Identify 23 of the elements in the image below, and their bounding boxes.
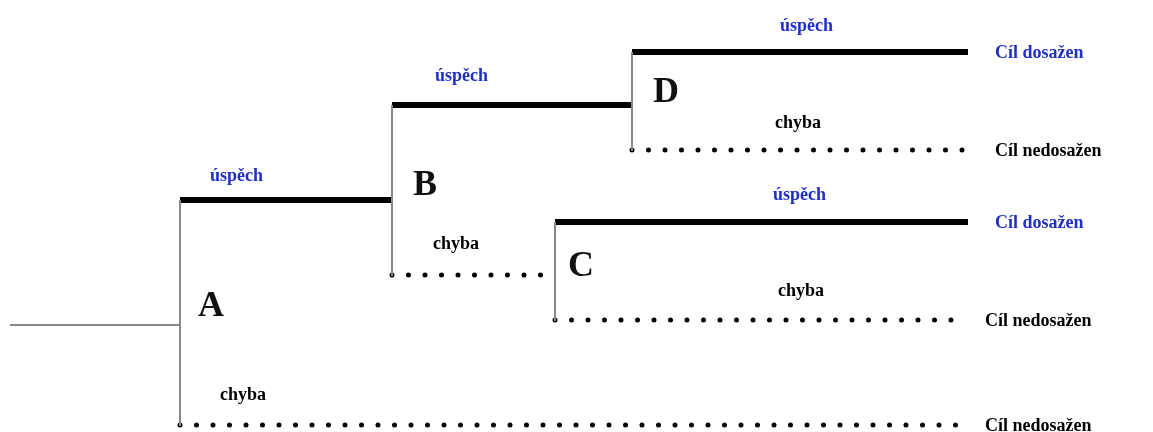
edge-label: úspěch [208,166,265,186]
branch-line [392,102,632,108]
branch-line [555,219,968,225]
node-label: C [568,246,594,282]
outcome-label: Cíl nedosažen [985,414,1092,432]
branch-line [9,324,181,326]
edge-label: úspěch [771,185,828,205]
outcome-label: Cíl nedosažen [985,309,1092,331]
outcome-label: Cíl nedosažen [995,139,1102,161]
edge-label: úspěch [433,66,490,86]
node-label: B [413,165,437,201]
dotted-branch-line [177,422,961,428]
node-label: A [198,286,224,322]
edge-label: chyba [776,281,826,301]
edge-label: úspěch [778,16,835,36]
node-label: D [653,72,679,108]
outcome-label: Cíl dosažen [995,41,1084,63]
edge-label: chyba [218,385,268,405]
edge-label: chyba [431,234,481,254]
branch-line [632,49,968,55]
edge-label: chyba [773,113,823,133]
branch-line [180,197,392,203]
outcome-label: Cíl dosažen [995,211,1084,233]
